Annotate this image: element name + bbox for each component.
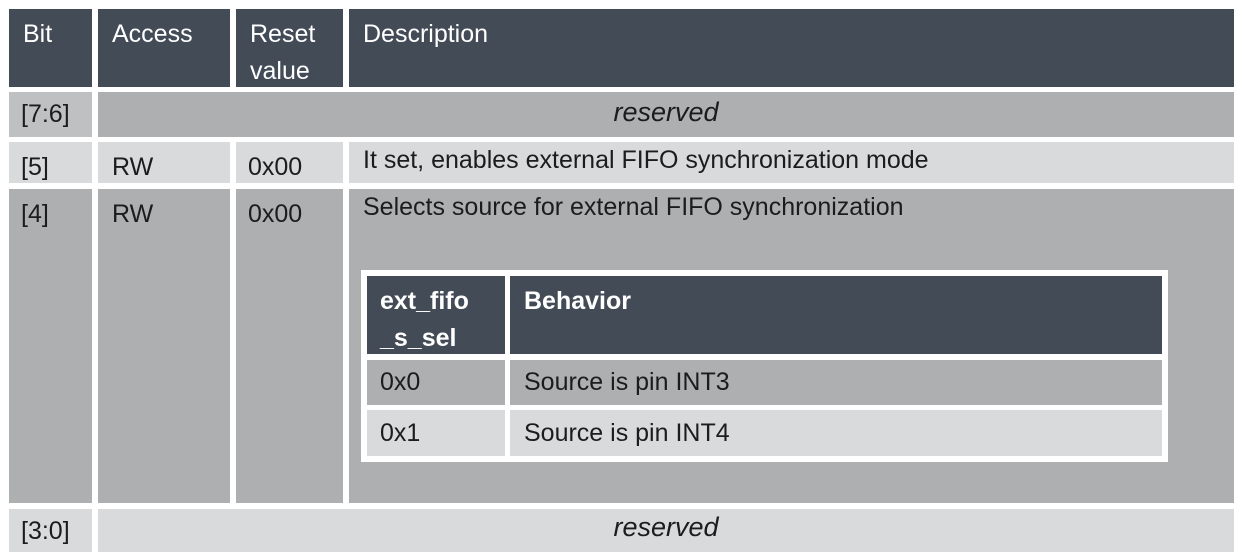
inner-row-behavior-1-label: Source is pin INT4 — [524, 419, 730, 447]
row-bit-5: [5] — [9, 142, 92, 183]
row-reserved-7-6: reserved — [98, 92, 1234, 137]
row-reserved-3-0: reserved — [98, 509, 1234, 552]
header-description-label: Description — [363, 20, 489, 48]
inner-header-behavior: Behavior — [510, 276, 1162, 354]
row-bit-7-6: [7:6] — [9, 92, 92, 137]
inner-row-behavior-1: Source is pin INT4 — [510, 410, 1162, 456]
row-bit-4-label: [4] — [21, 200, 49, 228]
inner-header-field-line1: ext_fifo — [380, 287, 469, 315]
inner-row-value-0: 0x0 — [367, 360, 505, 405]
ext-fifo-s-sel-table: ext_fifo _s_sel Behavior 0x0 Source is p… — [361, 270, 1168, 462]
inner-row-value-1-label: 0x1 — [380, 419, 421, 447]
inner-header-field-line2: _s_sel — [380, 324, 457, 352]
row-bit-7-6-label: [7:6] — [21, 100, 70, 128]
reserved-label-3-0: reserved — [613, 512, 719, 542]
row-bit-3-0-label: [3:0] — [21, 517, 70, 545]
inner-row-behavior-0-label: Source is pin INT3 — [524, 368, 730, 396]
row-bit-3-0: [3:0] — [9, 509, 92, 552]
row-bit-5-label: [5] — [21, 153, 49, 181]
header-bit-label: Bit — [23, 20, 53, 48]
row-reset-4: 0x00 — [236, 189, 343, 503]
row-reset-5-label: 0x00 — [248, 153, 303, 181]
header-access: Access — [98, 9, 230, 87]
inner-row-value-0-label: 0x0 — [380, 368, 421, 396]
header-reset-label-line2: value — [250, 57, 310, 85]
row-description-5: It set, enables external FIFO synchroniz… — [349, 142, 1234, 183]
inner-row-behavior-0: Source is pin INT3 — [510, 360, 1162, 405]
header-reset-label-line1: Reset — [250, 20, 316, 48]
row-reset-4-label: 0x00 — [248, 200, 303, 228]
header-bit: Bit — [9, 9, 92, 87]
row-description-5-label: It set, enables external FIFO synchroniz… — [363, 146, 929, 174]
header-access-label: Access — [112, 20, 193, 48]
inner-header-field: ext_fifo _s_sel — [367, 276, 505, 354]
row-reset-5: 0x00 — [236, 142, 343, 183]
inner-header-behavior-label: Behavior — [524, 287, 631, 315]
header-description: Description — [349, 9, 1234, 87]
row-access-4: RW — [98, 189, 230, 503]
header-reset-value: Reset value — [236, 9, 343, 87]
row-bit-4: [4] — [9, 189, 92, 503]
reserved-label-7-6: reserved — [613, 97, 719, 127]
row-access-5: RW — [98, 142, 230, 183]
row-access-4-label: RW — [112, 200, 154, 228]
row-access-5-label: RW — [112, 153, 154, 181]
inner-row-value-1: 0x1 — [367, 410, 505, 456]
row-description-4-label: Selects source for external FIFO synchro… — [363, 193, 904, 221]
